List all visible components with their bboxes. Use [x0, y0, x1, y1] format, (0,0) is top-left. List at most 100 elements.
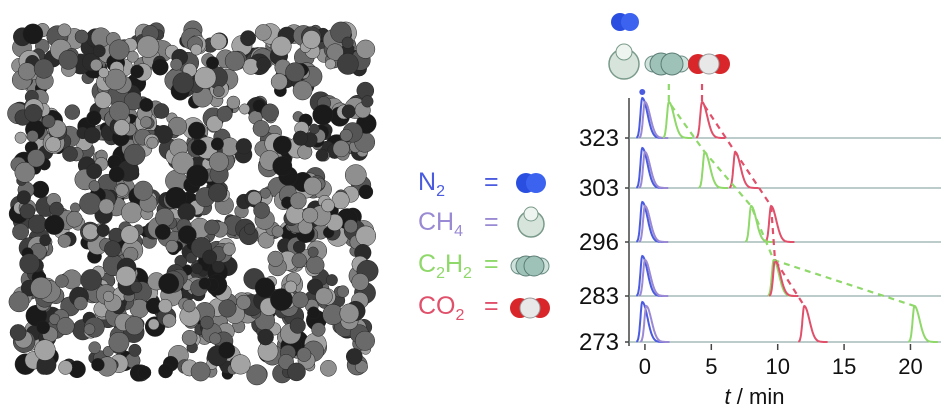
framework-atom [158, 363, 173, 379]
framework-atom [206, 56, 219, 70]
framework-atom [151, 58, 169, 76]
framework-atom [22, 23, 44, 45]
framework-atom [24, 104, 43, 123]
legend-label-n2: N [418, 168, 437, 196]
framework-atom [80, 269, 102, 291]
framework-atom [36, 320, 50, 335]
framework-atom [321, 198, 335, 213]
framework-atom [113, 119, 131, 136]
framework-atom [92, 44, 106, 58]
framework-atom [257, 328, 274, 346]
framework-atom [355, 330, 375, 351]
framework-atom [191, 263, 203, 275]
peak-c2h2 [662, 100, 693, 139]
framework-atom [14, 131, 27, 144]
framework-atom [140, 116, 153, 129]
framework-atom [287, 362, 306, 382]
framework-atom [216, 105, 233, 122]
framework-atom [198, 277, 211, 290]
peak-ch4 [639, 304, 670, 343]
legend-item-co2: CO2 = [418, 290, 558, 326]
framework-atom [158, 273, 180, 294]
peak-c2h2 [908, 304, 938, 343]
framework-atom [88, 180, 101, 192]
framework-atom [14, 161, 36, 183]
framework-atom [218, 341, 236, 359]
framework-atom [272, 156, 293, 176]
framework-atom [291, 252, 307, 269]
x-tick-label: 0 [639, 354, 651, 379]
legend-equals: = [484, 292, 499, 320]
framework-atom [147, 318, 160, 331]
framework-atom [210, 32, 227, 50]
framework-atom [358, 184, 374, 200]
framework-atom [190, 361, 211, 382]
framework-atom [9, 324, 27, 341]
framework-atom [86, 163, 103, 180]
framework-atom [123, 143, 146, 166]
framework-atom [182, 299, 196, 313]
framework-atom [39, 234, 52, 247]
framework-atom [240, 30, 257, 47]
framework-atom [256, 56, 271, 72]
framework-atom [307, 306, 320, 320]
framework-atom [57, 234, 72, 248]
framework-atom [19, 203, 36, 220]
framework-atom [208, 151, 229, 172]
x-axis-label: t / min [725, 384, 785, 408]
framework-atom [30, 276, 53, 299]
framework-atom [74, 29, 89, 44]
framework-atom [202, 249, 218, 265]
framework-atom [261, 103, 279, 122]
framework-atom [33, 58, 54, 79]
marker-n2 [639, 89, 646, 95]
legend-label-c2h2-c: C [418, 250, 437, 278]
framework-atom [139, 97, 154, 112]
framework-atom [104, 240, 122, 258]
framework-atom [307, 246, 319, 258]
legend-equals: = [484, 208, 499, 236]
framework-atom [90, 58, 103, 72]
framework-atom [58, 49, 79, 70]
framework-atom [153, 103, 170, 119]
peak-ch4 [638, 258, 669, 297]
framework-atom [292, 130, 309, 146]
legend: N2 = CH4 = C2H2 = [418, 166, 558, 341]
x-axis-var: t [725, 384, 732, 408]
framework-atom [130, 281, 143, 294]
c2h2-molecule-icon [644, 52, 690, 76]
framework-atom [341, 36, 354, 49]
framework-atom [312, 104, 334, 126]
n2-molecule-icon [516, 173, 546, 193]
framework-atom [239, 103, 251, 115]
framework-atom [257, 232, 275, 249]
framework-atom [210, 137, 224, 151]
framework-atom [165, 239, 179, 253]
x-tick-label: 10 [765, 354, 789, 379]
framework-atom [170, 58, 183, 71]
framework-atom [267, 250, 284, 267]
framework-atom [102, 290, 115, 302]
framework-atom [158, 298, 173, 314]
y-tick-label: 296 [579, 229, 619, 256]
y-tick-label: 273 [579, 329, 619, 356]
framework-atom [292, 80, 313, 101]
legend-equals: = [484, 250, 499, 278]
x-tick-label: 20 [898, 354, 922, 379]
framework-atom [26, 130, 39, 143]
framework-atom [91, 358, 105, 372]
framework-atom [291, 291, 309, 309]
framework-atom [253, 202, 270, 219]
framework-atom [344, 164, 367, 186]
peak-co2 [797, 304, 828, 343]
c2h2-molecule-icon [510, 255, 550, 277]
framework-atom [309, 123, 320, 135]
framework-atom [302, 207, 319, 224]
framework-atom [224, 50, 245, 71]
framework-atom [130, 64, 144, 79]
peak-c2h2 [698, 150, 728, 189]
framework-atom [337, 53, 359, 75]
legend-item-ch4: CH4 = [418, 206, 558, 242]
